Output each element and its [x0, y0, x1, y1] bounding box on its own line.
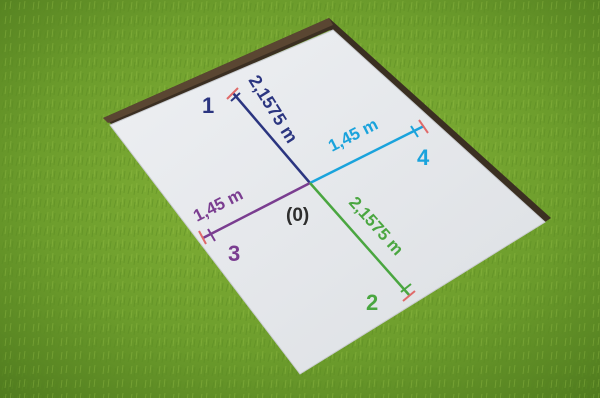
line-3-end-tick — [198, 230, 207, 245]
line-2-inner-tick — [400, 283, 412, 293]
line-4-end-tick — [418, 119, 429, 134]
line-4-segment — [309, 124, 425, 185]
line-4-number: 4 — [417, 145, 430, 170]
line-2-number: 2 — [366, 290, 378, 315]
line-3-inner-tick — [207, 228, 216, 242]
line-1-number: 1 — [202, 93, 214, 118]
line-4-inner-tick — [410, 125, 419, 138]
line-3-number: 3 — [228, 241, 240, 266]
line-1-end-tick — [226, 87, 239, 100]
line-2-end-tick — [402, 290, 416, 302]
origin-label: (0) — [286, 205, 309, 226]
line-3-segment — [202, 181, 311, 240]
measurement-lines — [198, 87, 429, 302]
line-2-segment — [309, 182, 411, 297]
pit-soil-edge — [103, 18, 333, 123]
line-1-segment — [232, 92, 311, 184]
line-1-inner-tick — [230, 92, 241, 102]
